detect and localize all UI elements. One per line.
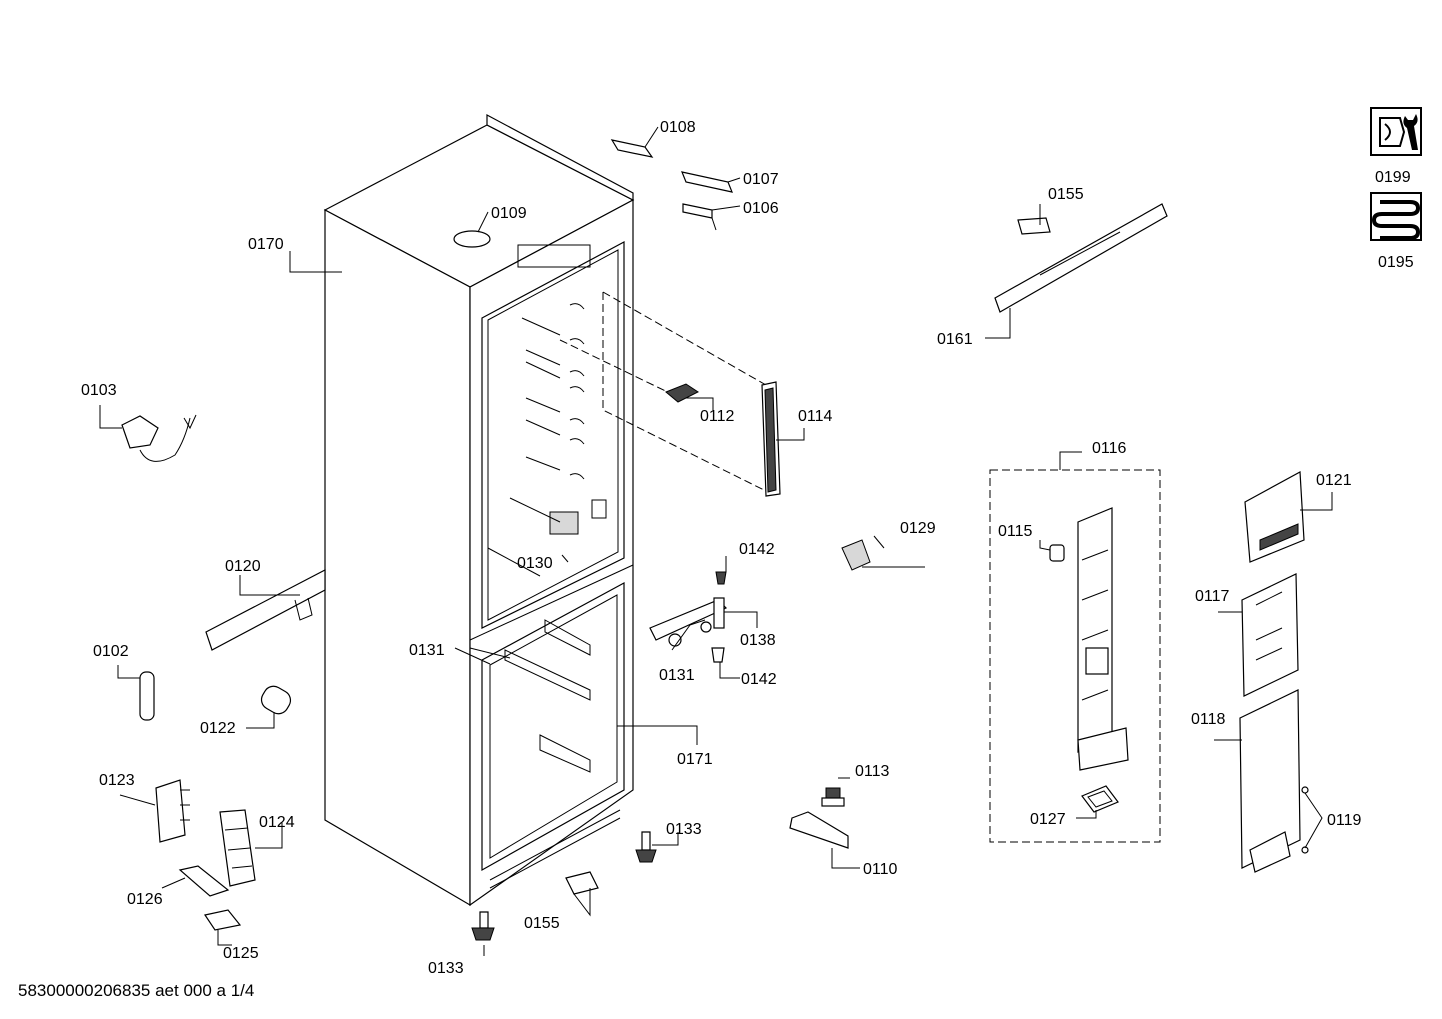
callout-0170: 0170	[248, 236, 284, 253]
callout-0133-bottom: 0133	[428, 960, 464, 977]
part-0126[interactable]	[178, 865, 230, 897]
part-0142-screw-top[interactable]	[715, 571, 727, 585]
callout-0115: 0115	[998, 523, 1033, 540]
callout-0125: 0125	[223, 945, 259, 962]
callout-0108: 0108	[660, 119, 696, 136]
part-0116-evaporator-panel[interactable]	[1077, 507, 1129, 771]
part-0127[interactable]	[1081, 785, 1119, 813]
part-0123[interactable]	[155, 779, 190, 843]
callout-0131-left: 0131	[409, 642, 445, 659]
part-0119-screws[interactable]	[1301, 786, 1309, 854]
callout-0107: 0107	[743, 171, 779, 188]
part-0120-handle[interactable]	[205, 569, 326, 651]
wrench-icon	[1370, 107, 1422, 156]
callout-0123: 0123	[99, 772, 135, 789]
callout-0155-bottom: 0155	[524, 915, 560, 932]
shelf-rib	[487, 244, 607, 577]
part-0133-foot-bottom[interactable]	[471, 911, 495, 941]
callout-0129: 0129	[900, 520, 936, 537]
callout-0155-top: 0155	[1048, 186, 1084, 203]
callout-0103: 0103	[81, 382, 117, 399]
part-0161-cover-strip[interactable]	[994, 203, 1168, 313]
part-0113[interactable]	[821, 787, 845, 807]
part-0129[interactable]	[841, 535, 885, 571]
callout-0114: 0114	[798, 408, 833, 425]
callout-0110: 0110	[863, 861, 898, 878]
callout-0133-right: 0133	[666, 821, 702, 838]
callout-0113: 0113	[855, 763, 890, 780]
callout-0112: 0112	[700, 408, 735, 425]
part-0106[interactable]	[682, 203, 717, 231]
callout-0161: 0161	[937, 331, 973, 348]
callout-0138: 0138	[740, 632, 776, 649]
callout-0126: 0126	[127, 891, 163, 908]
callout-0130: 0130	[517, 555, 553, 572]
part-0103-power-cord[interactable]	[121, 414, 197, 462]
document-id: 58300000206835 aet 000 a 1/4	[18, 981, 255, 1000]
callout-0117: 0117	[1195, 588, 1230, 605]
part-0110-hinge-bottom[interactable]	[789, 811, 849, 849]
callout-0102: 0102	[93, 643, 129, 660]
callout-0119: 0119	[1327, 812, 1362, 829]
part-0124-control-module[interactable]	[219, 809, 256, 887]
refrigerant-coil-icon-group[interactable]: 0195	[1370, 192, 1422, 271]
part-0142-screw-bottom[interactable]	[711, 647, 725, 663]
part-0121-fan-cover[interactable]	[1244, 471, 1305, 563]
part-0114[interactable]	[761, 381, 781, 497]
callout-0106: 0106	[743, 200, 779, 217]
part-0107[interactable]	[681, 171, 733, 193]
callout-0142-top: 0142	[739, 541, 775, 558]
callout-0120: 0120	[225, 558, 261, 575]
callout-labels: 0108 0107 0106 0109 0170 0103 0112 0114 …	[81, 119, 1362, 977]
part-0109[interactable]	[453, 230, 491, 248]
leader-lines	[99, 126, 1333, 956]
callout-0124: 0124	[259, 814, 295, 831]
callout-0109: 0109	[491, 205, 527, 222]
explosion-guide-lines	[559, 291, 1161, 843]
callout-0118: 0118	[1191, 711, 1226, 728]
part-0118-panel[interactable]	[1239, 689, 1301, 873]
part-0102-pin[interactable]	[139, 671, 155, 721]
callout-0116: 0116	[1092, 440, 1127, 457]
part-0108[interactable]	[610, 139, 654, 158]
callout-0142-bottom: 0142	[741, 671, 777, 688]
refrigerator-cabinet	[323, 113, 635, 907]
callout-0121: 0121	[1316, 472, 1352, 489]
callout-0127: 0127	[1030, 811, 1066, 828]
icon-label-0195: 0195	[1378, 254, 1414, 271]
part-0155-clip-top[interactable]	[1017, 217, 1051, 235]
coil-icon	[1370, 192, 1422, 241]
part-0112[interactable]	[665, 383, 699, 403]
part-0125[interactable]	[204, 909, 242, 931]
part-0138-hinge[interactable]	[649, 597, 728, 647]
callout-0122: 0122	[200, 720, 236, 737]
icon-label-0199: 0199	[1375, 169, 1411, 186]
callout-0171: 0171	[677, 751, 713, 768]
callout-0131-right: 0131	[659, 667, 695, 684]
part-0117-panel[interactable]	[1241, 573, 1299, 697]
part-0133-foot-right[interactable]	[635, 831, 657, 863]
part-0122-bushing[interactable]	[258, 683, 294, 718]
part-0115[interactable]	[1049, 544, 1065, 562]
part-0155-clip-bottom[interactable]	[565, 871, 599, 895]
service-tools-icon-group[interactable]: 0199	[1370, 107, 1422, 186]
